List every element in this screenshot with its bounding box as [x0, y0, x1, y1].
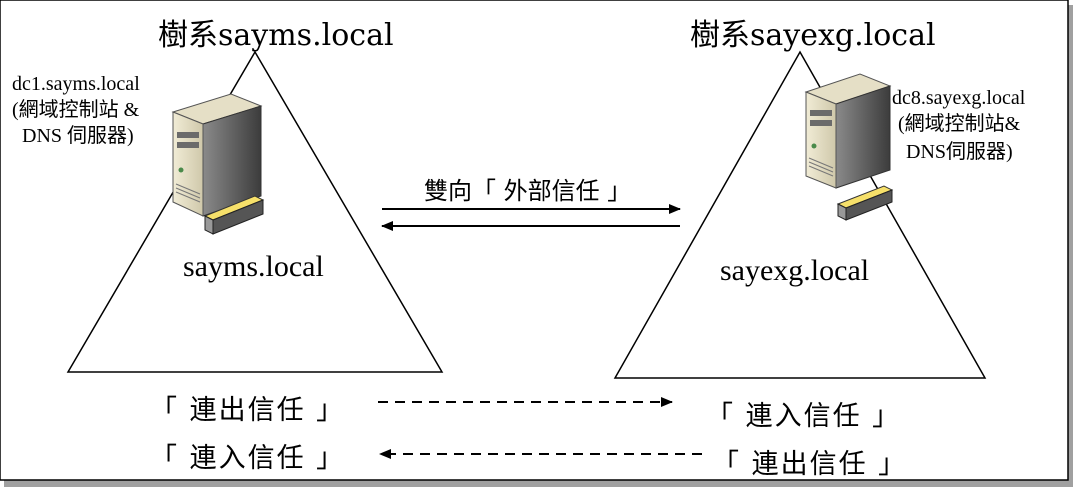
right-incoming-trust-label: 「 連入信任 」 [706, 401, 902, 432]
right-forest-title: 樹系sayexg.local [690, 18, 936, 53]
right-outgoing-trust-label: 「 連出信任 」 [712, 449, 908, 480]
right-server-role: (網域控制站& [898, 113, 1021, 135]
left-server-role-dns: DNS 伺服器) [22, 125, 134, 147]
right-server-name: dc8.sayexg.local [892, 87, 1026, 109]
left-domain-name: sayms.local [183, 250, 324, 283]
left-forest-triangle [66, 50, 444, 373]
left-incoming-trust-label: 「 連入信任 」 [150, 443, 346, 474]
bidirectional-trust-label: 雙向「 外部信任 」 [424, 177, 632, 205]
border [0, 0, 1069, 481]
server-icon [171, 93, 265, 235]
right-forest-triangle [613, 50, 987, 379]
left-outgoing-trust-label: 「 連出信任 」 [150, 395, 346, 426]
left-forest-title: 樹系sayms.local [158, 18, 394, 53]
left-server-name: dc1.sayms.local [12, 73, 140, 95]
right-server-role-dns: DNS伺服器) [906, 141, 1013, 163]
right-domain-name: sayexg.local [720, 254, 870, 287]
left-server-role: (網域控制站 & [12, 99, 140, 121]
server-icon [804, 73, 894, 221]
